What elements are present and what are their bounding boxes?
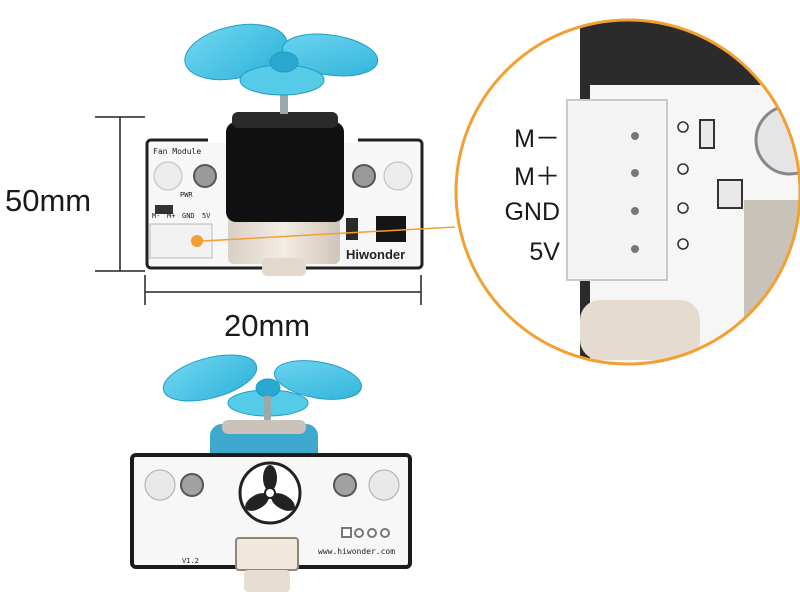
zoom-circle-border xyxy=(454,18,800,366)
brand-silk: Hiwonder xyxy=(346,247,406,262)
pin-silk-1: M- xyxy=(152,212,161,220)
screw-head xyxy=(352,164,376,188)
pin-label-m-plus: M＋ xyxy=(514,163,560,191)
mount-hole xyxy=(144,469,176,501)
width-dimension-label: 20mm xyxy=(224,308,311,343)
fan-icon xyxy=(238,461,302,525)
screw-head xyxy=(193,164,217,188)
led-pwr xyxy=(155,205,173,214)
connector-highlight-dot xyxy=(191,235,203,247)
pin-label-5v: 5V xyxy=(529,238,560,266)
pin-silk-4: 5V xyxy=(202,212,211,220)
pin-label-m-minus: M－ xyxy=(514,125,560,153)
motor-shaft xyxy=(280,78,288,114)
chip xyxy=(376,216,406,242)
version-silk: V1.2 xyxy=(182,557,199,565)
zoom-pins xyxy=(631,132,639,253)
website-silk: www.hiwonder.com xyxy=(318,547,396,556)
motor-body xyxy=(228,216,340,264)
mount-hole xyxy=(153,161,183,191)
motor-band xyxy=(226,122,344,222)
mount-hole xyxy=(368,469,400,501)
zoom-detail xyxy=(454,18,800,366)
pin-label-gnd: GND xyxy=(504,198,560,226)
pin-silk-2: M+ xyxy=(167,212,176,220)
height-dimension-label: 50mm xyxy=(5,183,92,218)
pin-silk-3: GND xyxy=(182,212,195,220)
dimension-lines xyxy=(95,116,422,305)
module-name-silk: Fan Module xyxy=(153,147,202,156)
fan-propeller-bottom xyxy=(162,354,362,417)
bottom-view-module xyxy=(130,354,412,592)
screw-head xyxy=(180,473,204,497)
pin-pads xyxy=(341,527,390,538)
zoom-connector xyxy=(566,99,668,281)
resistor xyxy=(346,218,358,240)
mount-hole xyxy=(383,161,413,191)
top-view-module xyxy=(145,23,456,276)
leader-line xyxy=(202,226,456,242)
screw-head xyxy=(333,473,357,497)
fan-propeller-top xyxy=(184,23,379,96)
pin-connector-bottom xyxy=(235,537,299,571)
pwr-silk: PWR xyxy=(180,191,193,199)
motor-shaft-base xyxy=(262,258,306,276)
